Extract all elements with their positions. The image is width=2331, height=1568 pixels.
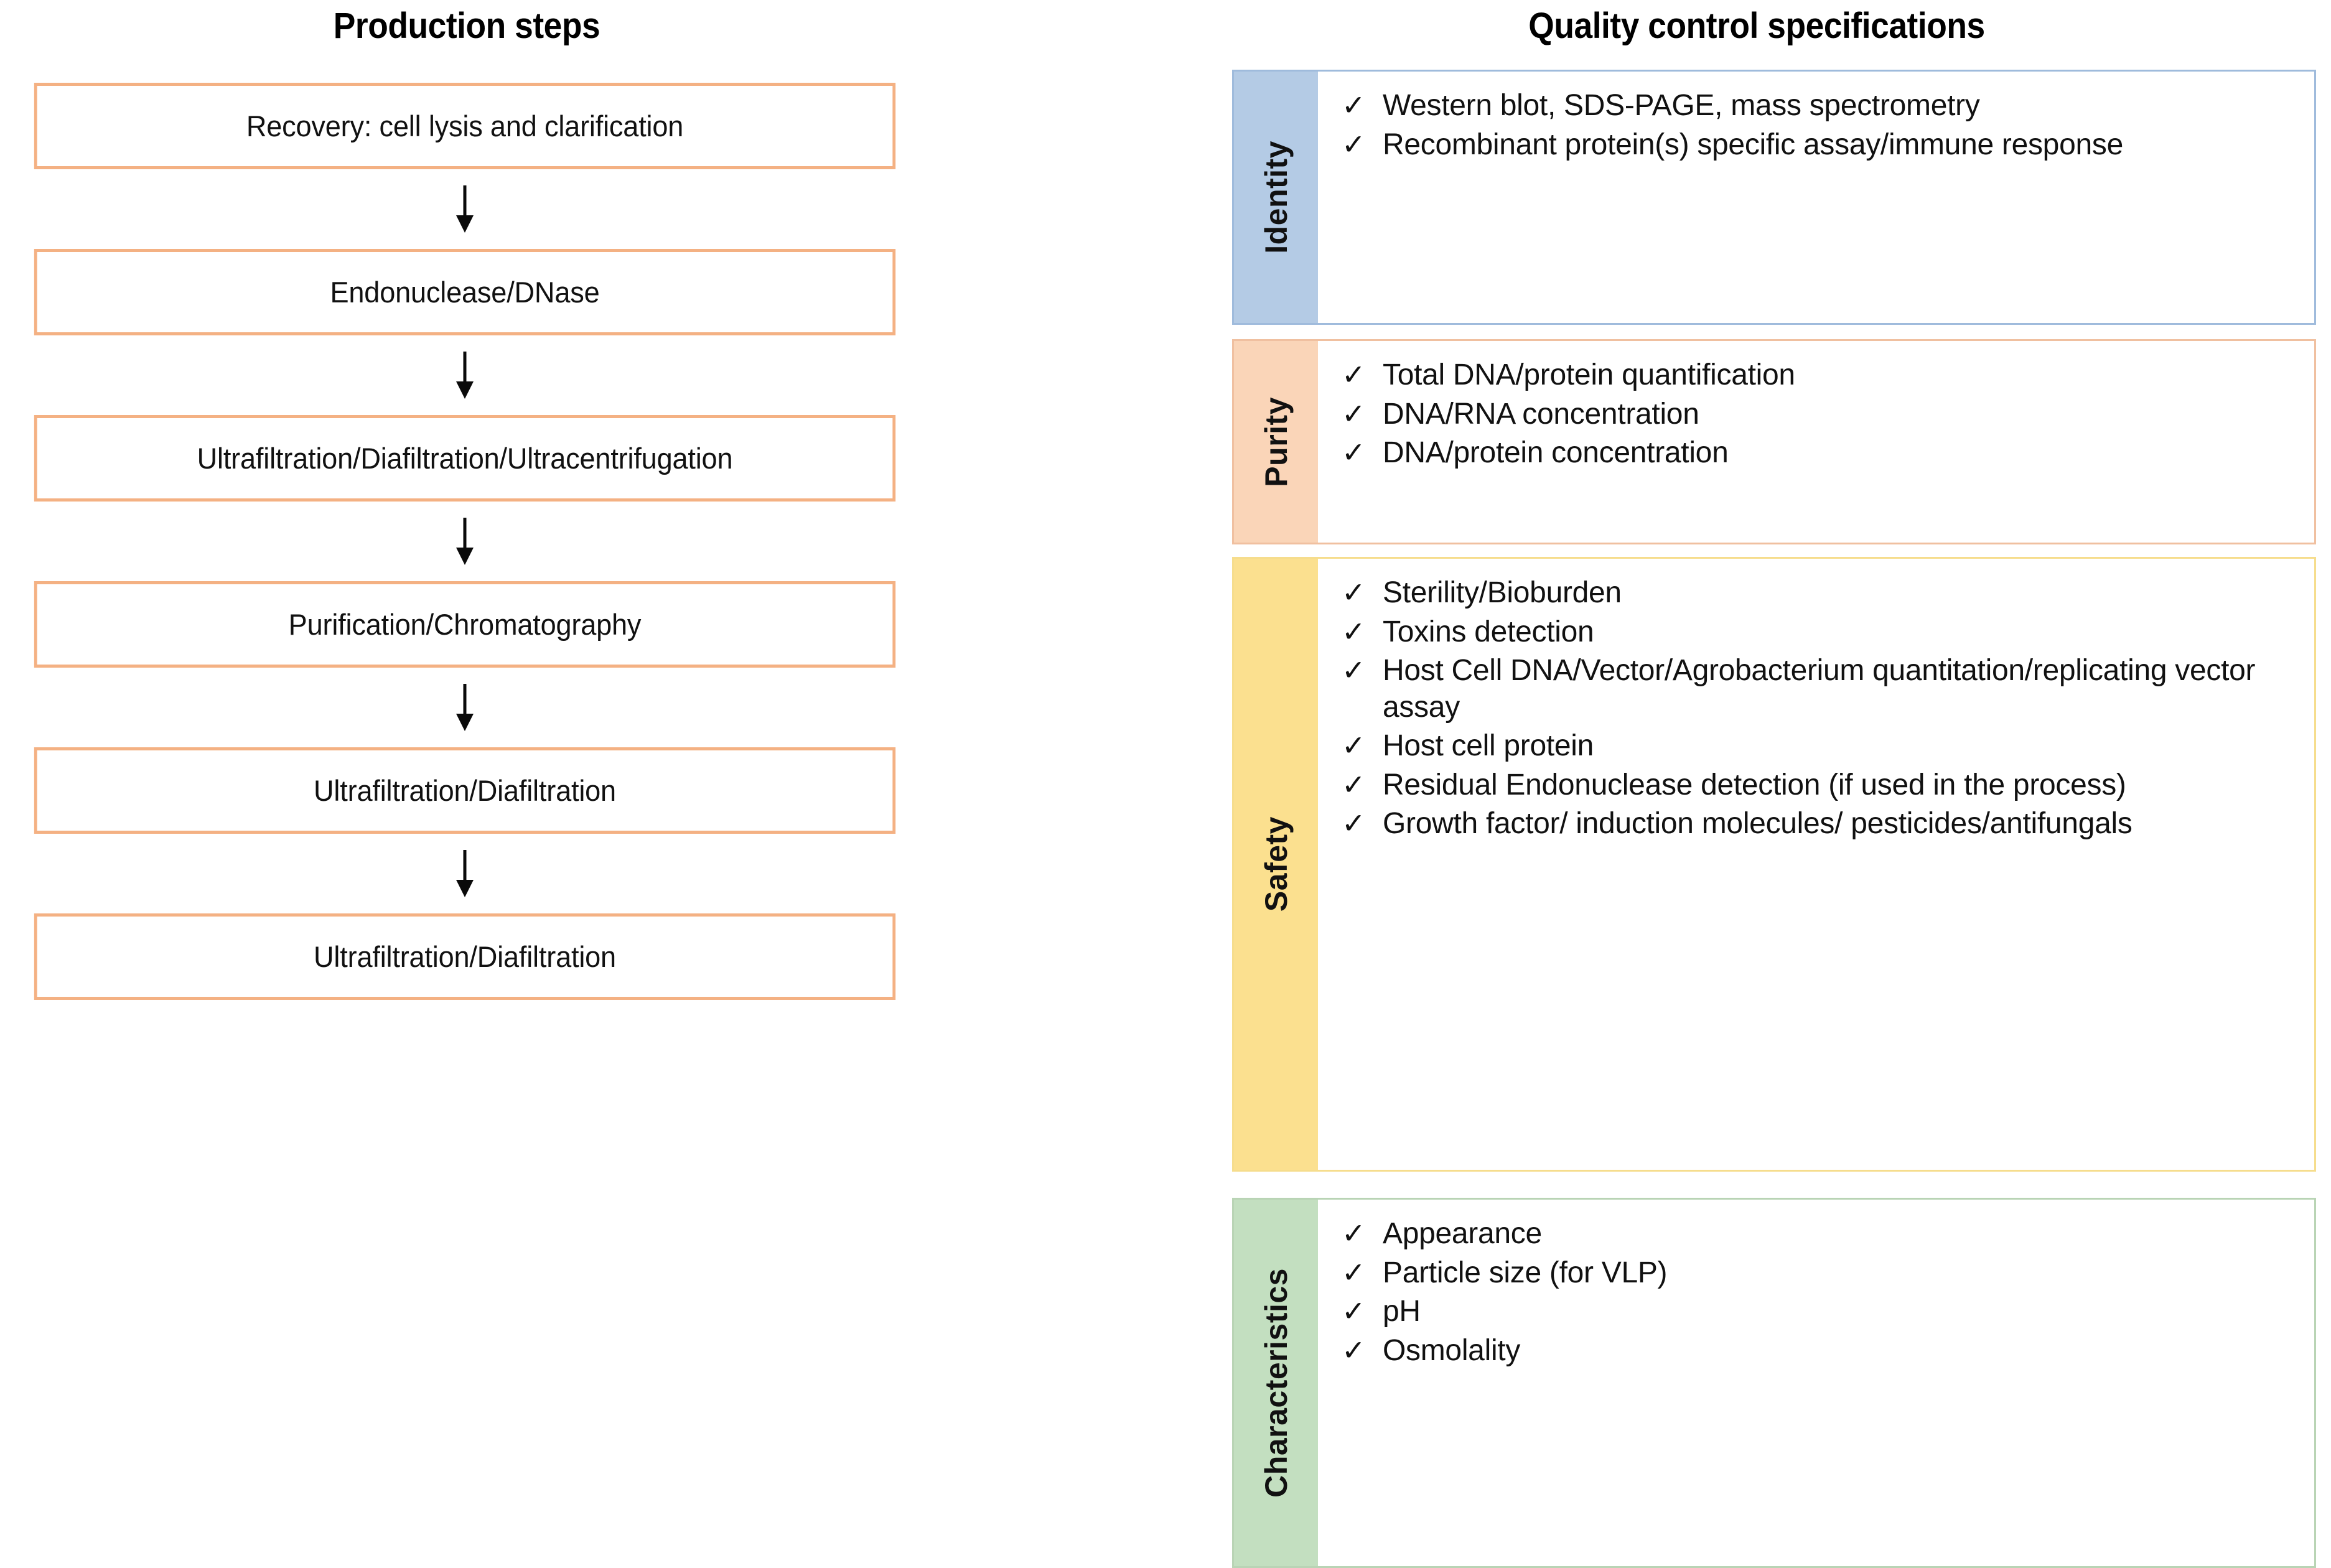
qc-checklist-item-label: Appearance	[1383, 1217, 1542, 1250]
qc-panel-purity: Purity ✓ Total DNA/protein quantification…	[1232, 339, 2316, 544]
qc-checklist-item-label: pH	[1383, 1295, 1421, 1328]
qc-checklist-item-label: Growth factor/ induction molecules/ pest…	[1383, 807, 2132, 841]
checkmark-icon: ✓	[1342, 89, 1366, 121]
qc-checklist-item: ✓ Host cell protein	[1342, 728, 2299, 765]
qc-checklist-item: ✓ Osmolality	[1342, 1333, 2299, 1370]
down-arrow-icon	[16, 169, 913, 249]
production-step-box: Purification/Chromatography	[34, 581, 896, 668]
checkmark-icon: ✓	[1342, 768, 1366, 801]
qc-item-list-safety: ✓ Sterility/Bioburden ✓ Toxins detection ✓ Ho…	[1318, 559, 2314, 1170]
qc-checklist-item: ✓ Total DNA/protein quantification	[1342, 357, 2299, 394]
qc-checklist-item-label: Toxins detection	[1383, 615, 1594, 648]
production-step-label: Ultrafiltration/Diafiltration	[314, 940, 616, 973]
checkmark-icon: ✓	[1342, 1333, 1366, 1366]
qc-checklist-item: ✓ pH	[1342, 1294, 2299, 1330]
qc-checklist-item: ✓ Particle size (for VLP)	[1342, 1255, 2299, 1292]
qc-tab-label-identity: Identity	[1258, 141, 1294, 254]
qc-checklist-item-label: DNA/protein concentration	[1383, 436, 1729, 470]
qc-panel-characteristics: Characteristics ✓ Appearance ✓ Particle siz…	[1232, 1198, 2316, 1568]
production-step-box: Ultrafiltration/Diafiltration	[34, 747, 896, 834]
checkmark-icon: ✓	[1342, 397, 1366, 430]
production-step-label: Ultrafiltration/Diafiltration	[314, 774, 616, 807]
production-step-box: Recovery: cell lysis and clarification	[34, 83, 896, 169]
qc-checklist-item: ✓ Residual Endonuclease detection (if use…	[1342, 767, 2299, 804]
qc-tab-identity: Identity	[1234, 72, 1318, 323]
qc-tab-label-purity: Purity	[1258, 396, 1294, 487]
checkmark-icon: ✓	[1342, 1295, 1366, 1328]
qc-panel-identity: Identity ✓ Western blot, SDS-PAGE, mass s…	[1232, 70, 2316, 325]
qc-panel-safety: Safety ✓ Sterility/Bioburden ✓ Toxins detec…	[1232, 557, 2316, 1172]
qc-item-list-identity: ✓ Western blot, SDS-PAGE, mass spectromet…	[1318, 72, 2314, 323]
checkmark-icon: ✓	[1342, 654, 1366, 687]
qc-tab-safety: Safety	[1234, 559, 1318, 1170]
production-steps-column: Production steps Recovery: cell lysis an…	[16, 6, 913, 1000]
down-arrow-icon	[16, 834, 913, 913]
qc-checklist-item: ✓ Sterility/Bioburden	[1342, 575, 2299, 612]
checkmark-icon: ✓	[1342, 615, 1366, 648]
quality-control-title: Quality control specifications	[1528, 6, 1985, 46]
qc-checklist-item-label: Residual Endonuclease detection (if used…	[1383, 768, 2126, 801]
production-step-label: Recovery: cell lysis and clarification	[246, 110, 684, 142]
checkmark-icon: ✓	[1342, 1256, 1366, 1289]
checkmark-icon: ✓	[1342, 576, 1366, 609]
checkmark-icon: ✓	[1342, 436, 1366, 469]
down-arrow-icon	[16, 502, 913, 581]
qc-checklist-item: ✓ Host Cell DNA/Vector/Agrobacterium quan…	[1342, 653, 2299, 726]
qc-checklist-item-label: Host Cell DNA/Vector/Agrobacterium quant…	[1383, 654, 2256, 724]
production-step-box: Ultrafiltration/Diafiltration	[34, 913, 896, 1000]
qc-tab-purity: Purity	[1234, 341, 1318, 543]
qc-checklist-item: ✓ Growth factor/ induction molecules/ pes…	[1342, 806, 2299, 842]
checkmark-icon: ✓	[1342, 729, 1366, 762]
production-step-label: Purification/Chromatography	[288, 608, 642, 641]
checkmark-icon: ✓	[1342, 1217, 1366, 1249]
down-arrow-icon	[16, 335, 913, 415]
qc-item-list-purity: ✓ Total DNA/protein quantification ✓ DNA/RN…	[1318, 341, 2314, 543]
quality-control-column: Quality control specifications Identity …	[1182, 0, 2331, 1568]
checkmark-icon: ✓	[1342, 358, 1366, 391]
qc-checklist-item: ✓ Appearance	[1342, 1216, 2299, 1253]
production-step-label: Endonuclease/DNase	[330, 276, 600, 309]
qc-checklist-item-label: Sterility/Bioburden	[1383, 576, 1622, 609]
qc-checklist-item-label: Host cell protein	[1383, 729, 1594, 763]
qc-checklist-item-label: Total DNA/protein quantification	[1383, 358, 1795, 391]
qc-checklist-item: ✓ Recombinant protein(s) specific assay/i…	[1342, 127, 2299, 164]
qc-checklist-item: ✓ DNA/protein concentration	[1342, 435, 2299, 472]
qc-checklist-item-label: DNA/RNA concentration	[1383, 397, 1699, 431]
qc-checklist-item: ✓ Western blot, SDS-PAGE, mass spectromet…	[1342, 88, 2299, 124]
production-steps-title: Production steps	[333, 6, 600, 46]
qc-checklist-item-label: Particle size (for VLP)	[1383, 1256, 1668, 1289]
qc-item-list-characteristics: ✓ Appearance ✓ Particle size (for VLP) ✓ pH ✓ O…	[1318, 1200, 2314, 1566]
down-arrow-icon	[16, 668, 913, 747]
checkmark-icon: ✓	[1342, 807, 1366, 840]
production-step-box: Endonuclease/DNase	[34, 249, 896, 335]
qc-checklist-item-label: Recombinant protein(s) specific assay/im…	[1383, 128, 2123, 161]
qc-checklist-item: ✓ DNA/RNA concentration	[1342, 396, 2299, 433]
qc-checklist-item: ✓ Toxins detection	[1342, 614, 2299, 651]
qc-tab-label-safety: Safety	[1258, 816, 1294, 912]
production-step-label: Ultrafiltration/Diafiltration/Ultracentr…	[197, 442, 733, 475]
qc-checklist-item-label: Western blot, SDS-PAGE, mass spectrometr…	[1383, 89, 1980, 122]
production-step-box: Ultrafiltration/Diafiltration/Ultracentr…	[34, 415, 896, 502]
qc-tab-label-characteristics: Characteristics	[1258, 1268, 1294, 1498]
qc-checklist-item-label: Osmolality	[1383, 1333, 1521, 1367]
qc-tab-characteristics: Characteristics	[1234, 1200, 1318, 1566]
checkmark-icon: ✓	[1342, 128, 1366, 161]
